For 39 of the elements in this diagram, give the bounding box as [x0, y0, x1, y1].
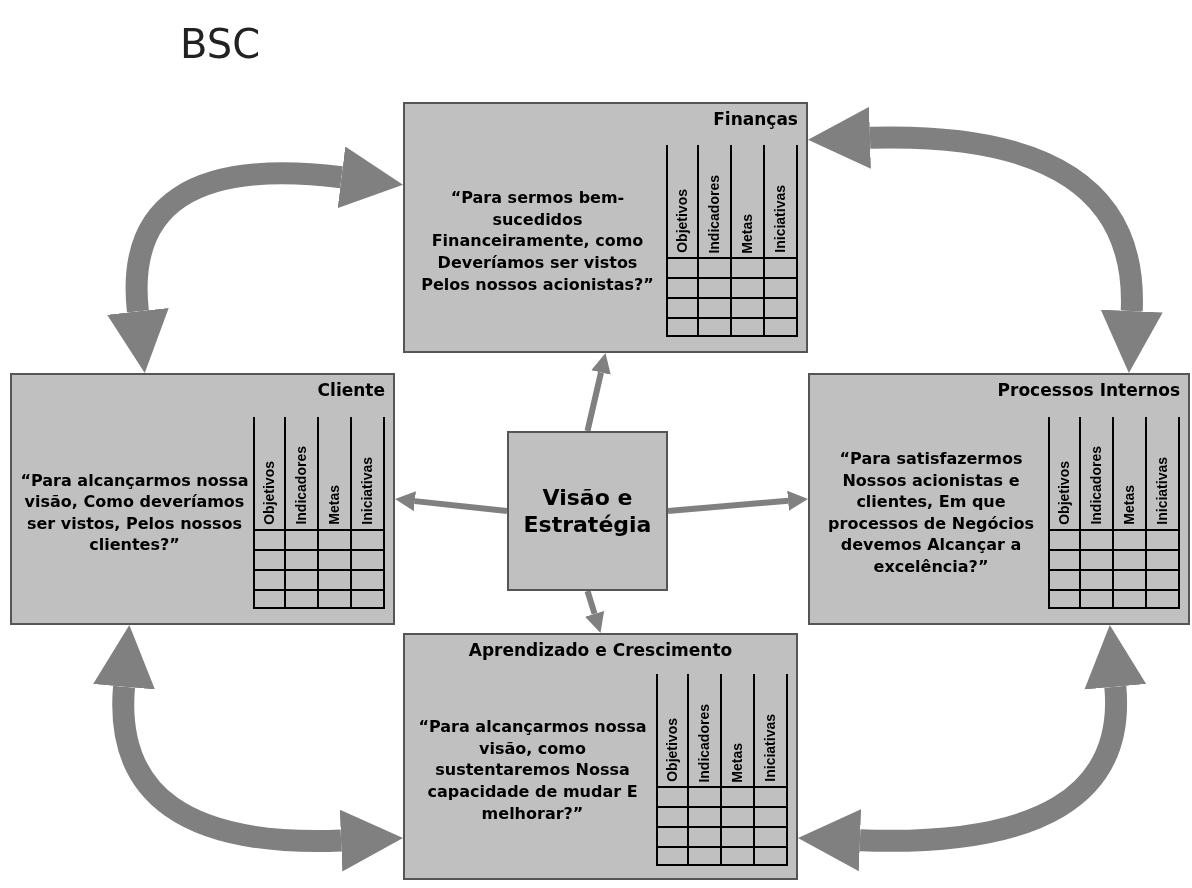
column-header: Indicadores	[286, 416, 319, 529]
perspective-box	[10, 373, 395, 625]
arrow	[667, 490, 808, 514]
column-header: Indicadores	[689, 674, 722, 787]
column-header: Iniciativas	[765, 145, 798, 258]
curved-double-arrow	[797, 624, 1147, 872]
perspective-title: Aprendizado e Crescimento	[468, 639, 733, 662]
perspective-box	[403, 102, 808, 353]
guiding-question: “Para alcançarmos nossa visão, Como deveríamos ser vistos, Pelos nossos clientes?”	[20, 469, 249, 556]
guiding-question: “Para satisfazermos Nossos acionistas e clientes, Em que processos de Negócios devemos Alcançar a excelência?”	[827, 447, 1035, 578]
column-header: Objetivos	[1048, 416, 1081, 529]
column-header: Iniciativas	[755, 674, 788, 787]
column-header: Objetivos	[666, 145, 699, 258]
perspective-title: Processos Internos	[997, 379, 1180, 402]
column-header: Metas	[319, 416, 352, 529]
curved-double-arrow	[106, 146, 404, 374]
column-header: Metas	[1114, 416, 1147, 529]
column-header: Objetivos	[253, 416, 286, 529]
curved-double-arrow	[807, 106, 1163, 374]
column-header: Indicadores	[1081, 416, 1114, 529]
column-header: Iniciativas	[352, 416, 385, 529]
arrow	[395, 491, 508, 514]
column-header: Iniciativas	[1147, 416, 1180, 529]
guiding-question: “Para sermos bem-sucedidos Financeiramente, como Deveríamos ser vistos Pelos nossos acionistas?”	[420, 187, 655, 296]
curved-double-arrow	[93, 624, 404, 872]
perspective-box	[808, 373, 1190, 625]
perspective-box	[403, 633, 798, 880]
arrow	[584, 590, 605, 633]
column-header: Objetivos	[656, 674, 689, 787]
guiding-question: “Para alcançarmos nossa visão, como sustentaremos Nossa capacidade de mudar E melhorar?”	[417, 716, 648, 825]
perspective-title: Cliente	[317, 379, 385, 402]
center-box	[507, 431, 668, 591]
perspective-title: Finanças	[713, 108, 798, 131]
column-header: Indicadores	[699, 145, 732, 258]
arrow	[584, 353, 611, 432]
box-title: Visão e Estratégia	[522, 483, 653, 539]
column-header: Metas	[732, 145, 765, 258]
title: BSC	[180, 20, 261, 69]
column-header: Metas	[722, 674, 755, 787]
